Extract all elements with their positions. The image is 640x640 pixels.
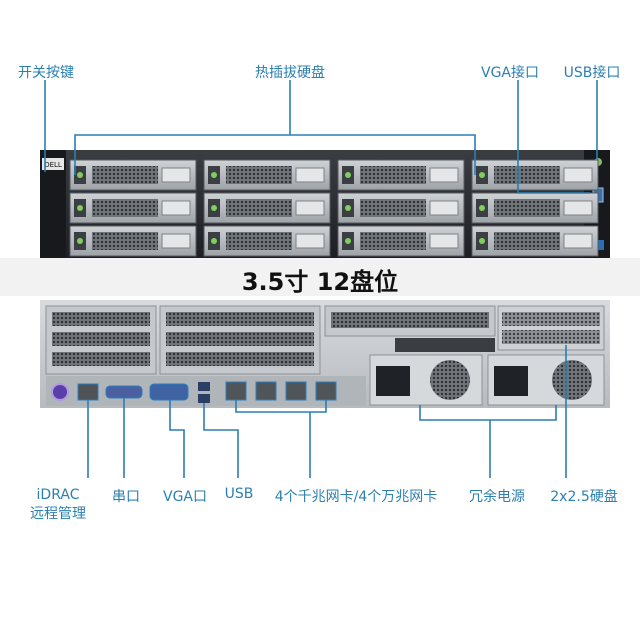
rear-drive-bay: [502, 330, 600, 344]
usb-leader: [203, 403, 239, 478]
drive-bay: [471, 159, 599, 191]
drive-bay: [69, 225, 197, 257]
drive-grille: [360, 166, 426, 184]
drive-bay: [69, 192, 197, 224]
usb-port-label: USB接口: [563, 65, 621, 81]
drive-latch: [161, 233, 191, 249]
drive-latch: [429, 233, 459, 249]
drive-latch: [563, 233, 593, 249]
front-leaders: [44, 80, 598, 194]
nic-port: [225, 381, 247, 401]
dell-logo: [42, 158, 64, 170]
drive-bay: [69, 159, 197, 191]
nic-port: [255, 381, 277, 401]
pcie-slot: [166, 332, 314, 346]
drive-grille: [92, 166, 158, 184]
rear-leaders: [87, 345, 567, 478]
usb-port: [198, 394, 210, 403]
vga-port: [149, 383, 189, 401]
rear-drives-label: 2x2.5硬盘: [550, 489, 618, 505]
psu-fan: [552, 360, 592, 400]
rear-drive-bay: [502, 312, 600, 326]
psu-bracket: [419, 405, 557, 421]
drive-bay: [337, 192, 465, 224]
drive-grille: [494, 232, 560, 250]
drive-latch: [161, 200, 191, 216]
pcie-slot: [52, 312, 150, 326]
psu-fan: [430, 360, 470, 400]
drive-bay: [203, 225, 331, 257]
vga-port-label: VGA接口: [480, 65, 540, 81]
drive-grille: [226, 166, 292, 184]
serial-port: [105, 385, 143, 399]
drive-bay: [203, 159, 331, 191]
nic-port: [315, 381, 337, 401]
drive-bays: [69, 159, 599, 257]
pcie-slot: [166, 312, 314, 326]
title-band: [0, 258, 640, 296]
power-supply-label: 冗余电源: [469, 489, 525, 505]
drive-latch: [295, 233, 325, 249]
drive-grille: [226, 232, 292, 250]
pcie-slot: [166, 352, 314, 366]
psu-inlet: [376, 366, 410, 396]
drive-grille: [92, 232, 158, 250]
drive-leader-bracket: [74, 134, 476, 175]
drive-bay: [471, 192, 599, 224]
nic-port: [285, 381, 307, 401]
drive-latch: [563, 167, 593, 183]
drive-grille: [360, 199, 426, 217]
vga-leader: [517, 80, 590, 194]
drive-bay: [471, 225, 599, 257]
idrac-led: [51, 383, 69, 401]
nic-bracket: [235, 400, 327, 413]
drive-latch: [563, 200, 593, 216]
power-button-label: 开关按键: [18, 65, 74, 81]
hot-swap-drives-label: 热插拔硬盘: [255, 65, 325, 81]
rear-chassis: [40, 300, 610, 408]
svg-text:DELL: DELL: [44, 161, 62, 169]
page-title: 3.5寸 12盘位: [241, 268, 399, 296]
drive-bay: [337, 225, 465, 257]
drive-grille: [494, 166, 560, 184]
serial-label: 串口: [112, 489, 140, 505]
drive-grille: [360, 232, 426, 250]
pcie-slot: [52, 332, 150, 346]
idrac-port: [77, 383, 99, 401]
drive-latch: [295, 200, 325, 216]
pcie-slot: [52, 352, 150, 366]
vga-label: VGA口: [162, 489, 208, 505]
usb-port: [198, 382, 210, 391]
drive-bay: [337, 159, 465, 191]
vga-leader: [169, 400, 185, 478]
drive-latch: [429, 200, 459, 216]
drive-grille: [494, 199, 560, 217]
drive-latch: [429, 167, 459, 183]
pcie-slot: [331, 312, 489, 328]
psu-inlet: [494, 366, 528, 396]
drive-latch: [295, 167, 325, 183]
drive-grille: [226, 199, 292, 217]
idrac-label: iDRAC 远程管理: [30, 487, 86, 522]
network-label: 4个千兆网卡/4个万兆网卡: [274, 489, 438, 505]
rear-drive-bay: [395, 338, 495, 352]
drive-bay: [203, 192, 331, 224]
usb-label: USB: [224, 486, 254, 502]
drive-grille: [92, 199, 158, 217]
drive-latch: [161, 167, 191, 183]
